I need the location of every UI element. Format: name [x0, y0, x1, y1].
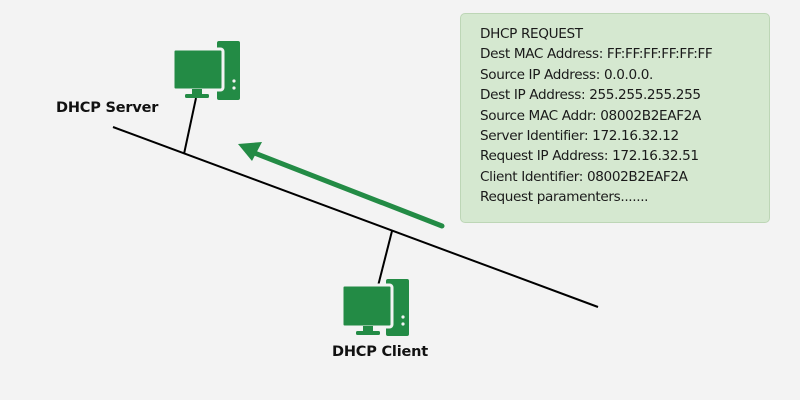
field-value: 255.255.255.255	[589, 87, 701, 104]
request-arrow-shaft	[249, 149, 445, 229]
field-name: Client Identifier	[480, 168, 579, 185]
field-value: 08002B2EAF2A	[586, 168, 688, 185]
network-bus-line	[112, 126, 599, 308]
field-name: Source MAC Addr	[480, 107, 593, 124]
server-label: DHCP Server	[56, 100, 159, 116]
request-arrow	[238, 142, 445, 229]
packet-field: Source IP Address: 0.0.0.0.	[480, 66, 654, 83]
packet-field: Source MAC Addr: 08002B2EAF2A	[480, 107, 701, 124]
field-name: Dest MAC Address	[480, 46, 599, 63]
packet-title: DHCP REQUEST	[480, 26, 583, 42]
field-name: Request IP Address	[480, 148, 604, 165]
client-label: DHCP Client	[332, 344, 428, 360]
arrowhead-icon	[238, 142, 262, 161]
field-value: 0.0.0.0.	[603, 66, 654, 83]
field-name: Dest IP Address	[480, 87, 581, 104]
field-name: Source IP Address	[480, 66, 596, 83]
client-connection-line	[377, 230, 393, 287]
field-value: 172.16.32.12	[592, 128, 679, 145]
server-computer-icon	[171, 41, 240, 100]
packet-field: Client Identifier: 08002B2EAF2A	[480, 168, 688, 185]
field-value: FF:FF:FF:FF:FF:FF	[606, 46, 713, 63]
field-value: 172.16.32.51	[612, 148, 699, 165]
client-computer-icon	[340, 279, 409, 336]
field-name: Server Identifier	[480, 128, 584, 145]
dhcp-request-packet-box: DHCP REQUEST Dest MAC Address: FF:FF:FF:…	[460, 13, 770, 223]
packet-field: Dest IP Address: 255.255.255.255	[480, 87, 701, 104]
packet-field: Request IP Address: 172.16.32.51	[480, 148, 699, 165]
packet-field: Dest MAC Address: FF:FF:FF:FF:FF:FF	[480, 46, 713, 63]
field-value: 08002B2EAF2A	[600, 107, 701, 124]
packet-field: Server Identifier: 172.16.32.12	[480, 128, 679, 145]
packet-footer: Request paramenters.......	[480, 189, 649, 206]
server-connection-line	[183, 97, 197, 155]
